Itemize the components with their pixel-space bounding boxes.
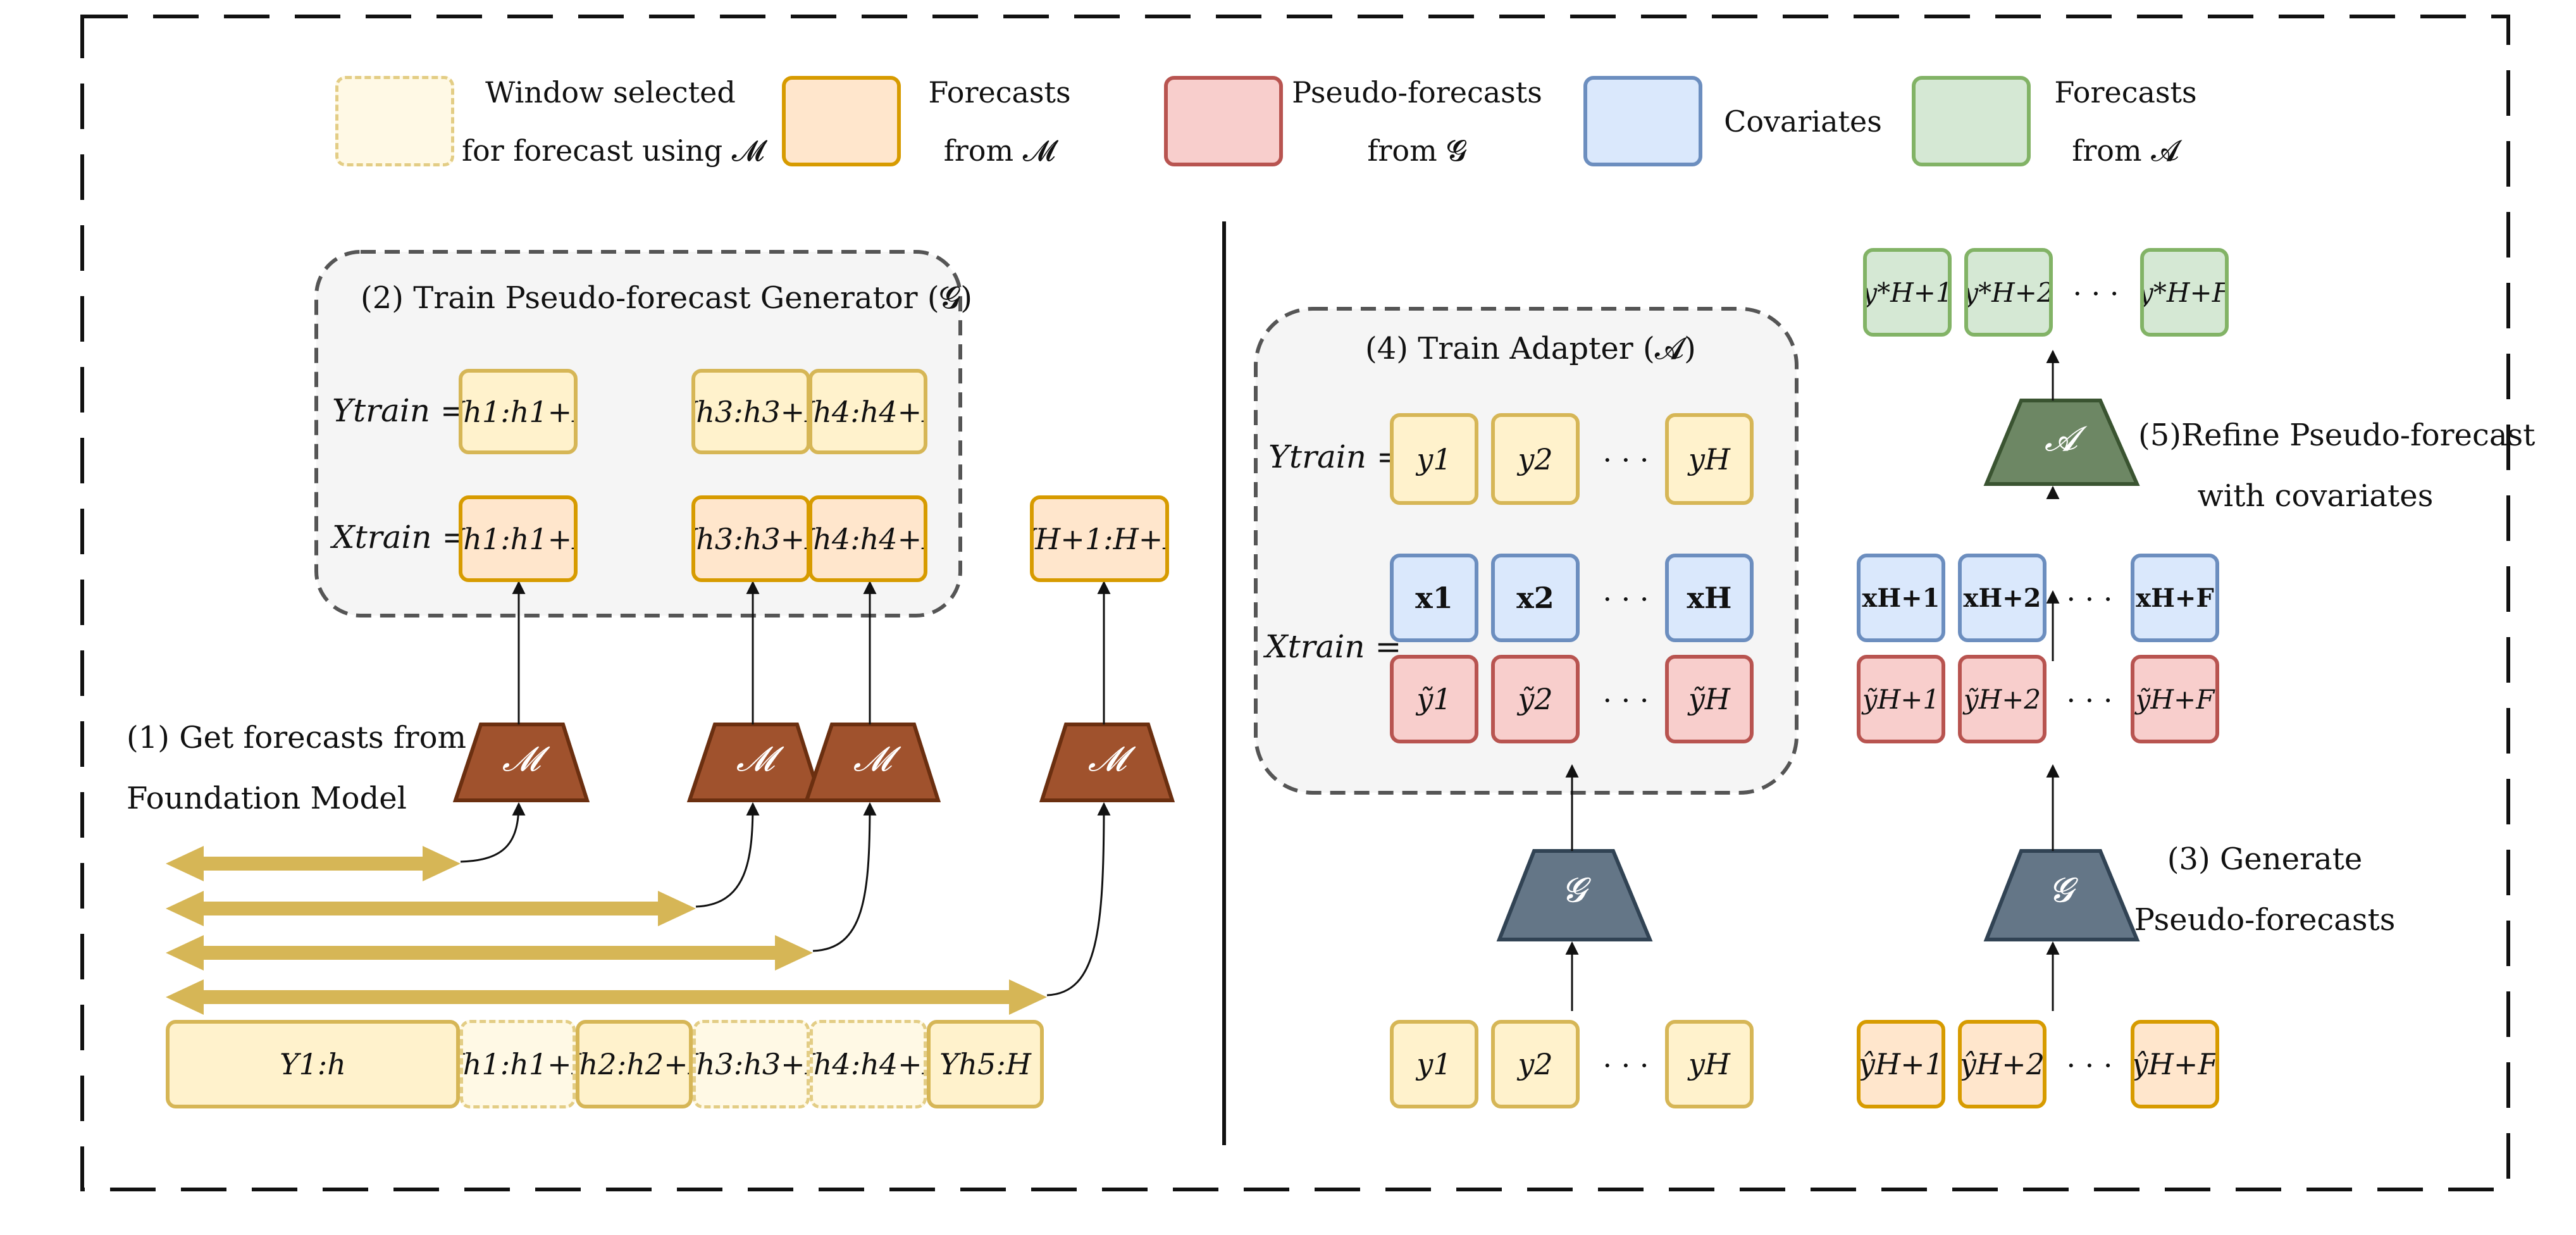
ytrain-box-4: Yh4:h4+F: [808, 369, 927, 454]
right-ytilde-ellipsis: · · ·: [2066, 683, 2113, 717]
bottom-y-ellipsis: · · ·: [1602, 1048, 1649, 1083]
window-arrow-4: [166, 979, 1047, 1015]
step5-label: (5)Refine Pseudo-forecast with covariate…: [2138, 418, 2536, 514]
m-label-1: 𝓜: [502, 739, 541, 779]
xtrain-label: Xtrain =: [332, 519, 469, 555]
adapter-ytilde-ellipsis: · · ·: [1602, 683, 1649, 717]
step2-title: (2) Train Pseudo-forecast Generator (𝓖): [361, 280, 973, 316]
adapter-ytilde-1: ỹ1: [1390, 655, 1478, 743]
ytrain-label: Ytrain =: [332, 392, 467, 429]
final-out-F: y*H+F: [2140, 248, 2229, 337]
bottom-yhat-1: ŷH+1: [1857, 1020, 1945, 1108]
right-ytilde-2: ỹH+2: [1958, 655, 2047, 743]
generator-g-1: [1496, 849, 1653, 941]
adapter-y-2: y2: [1491, 413, 1580, 505]
legend-swatch-forecasts-a: [1912, 76, 2031, 166]
final-out-1: y*H+1: [1863, 248, 1952, 337]
window-arrow-2: [166, 891, 696, 926]
bottom-yhat-F: ŷH+F: [2131, 1020, 2219, 1108]
timeline-h5: Yh5:H: [927, 1020, 1044, 1108]
bottom-y-2: y2: [1491, 1020, 1580, 1108]
adapter-ytilde-2: ỹ2: [1491, 655, 1580, 743]
right-x-1: xH+1: [1857, 554, 1945, 642]
window-arrows: [166, 846, 1047, 1015]
step1-label: (1) Get forecasts from Foundation Model: [127, 720, 466, 816]
final-out-ellipsis: · · ·: [2072, 276, 2119, 311]
bottom-yhat-ellipsis: · · ·: [2066, 1048, 2113, 1083]
adapter-y-H: yH: [1665, 413, 1754, 505]
legend-swatch-covariates: [1583, 76, 1702, 166]
foundation-model-m-4: [1039, 723, 1175, 802]
step3-label: (3) Generate Pseudo-forecasts: [2134, 841, 2396, 938]
xtrain-box-4: Ŷh4:h4+F: [808, 495, 927, 582]
adapter-x-H: xH: [1665, 554, 1754, 642]
xtrain-box-3: Ŷh3:h3+F: [691, 495, 810, 582]
legend-label-pseudo: Pseudo-forecasts from 𝓖: [1292, 75, 1542, 168]
adapter-y-1: y1: [1390, 413, 1478, 505]
window-arrow-3: [166, 935, 813, 971]
right-ytilde-F: ỹH+F: [2131, 655, 2219, 743]
timeline-window-h4: Yh4:h4+F: [810, 1020, 927, 1108]
timeline-h2: Yh2:h2+F: [576, 1020, 693, 1108]
ytrain-box-1: Yh1:h1+F: [459, 369, 578, 454]
legend-swatch-pseudo: [1164, 76, 1283, 166]
legend-label-covariates: Covariates: [1724, 104, 1882, 139]
legend-label-window: Window selected for forecast using 𝓜: [462, 75, 765, 168]
foundation-model-m-3: [803, 723, 941, 802]
adapter-a: [1983, 399, 2140, 486]
g-label-1: 𝓖: [1562, 870, 1586, 910]
xtrain-box-1: Ŷh1:h1+F: [459, 495, 578, 582]
ytrain-box-3: Yh3:h3+F: [691, 369, 810, 454]
m-label-3: 𝓜: [853, 739, 892, 779]
m-label-4: 𝓜: [1087, 739, 1127, 779]
right-ytilde-1: ỹH+1: [1857, 655, 1945, 743]
adapter-x-ellipsis: · · ·: [1602, 582, 1649, 616]
adapter-x-2: x2: [1491, 554, 1580, 642]
outer-frame: [80, 15, 2510, 1191]
legend-swatch-window: [335, 76, 454, 166]
right-x-2: xH+2: [1958, 554, 2047, 642]
a-label: 𝓐: [2044, 419, 2078, 459]
right-x-ellipsis: · · ·: [2066, 582, 2113, 616]
right-x-F: xH+F: [2131, 554, 2219, 642]
ytrain4-label: Ytrain =: [1268, 438, 1403, 475]
step4-title: (4) Train Adapter (𝓐): [1365, 331, 1696, 366]
foundation-model-m-1: [452, 723, 590, 802]
final-out-2: y*H+2: [1964, 248, 2053, 337]
adapter-ytilde-H: ỹH: [1665, 655, 1754, 743]
generator-g-2: [1983, 849, 2140, 941]
window-arrow-1: [166, 846, 461, 881]
legend-label-forecasts-m: Forecasts from 𝓜: [928, 75, 1071, 168]
bottom-yhat-2: ŷH+2: [1958, 1020, 2047, 1108]
connectors: [460, 349, 2060, 1011]
timeline-window-h3: Yh3:h3+F: [693, 1020, 810, 1108]
adapter-y-ellipsis: · · ·: [1602, 443, 1649, 477]
legend-label-forecasts-a: Forecasts from 𝓐: [2054, 75, 2197, 168]
m-label-2: 𝓜: [736, 739, 775, 779]
adapter-x-1: x1: [1390, 554, 1478, 642]
timeline-window-h1: Yh1:h1+F: [460, 1020, 576, 1108]
legend-swatch-forecasts-m: [782, 76, 901, 166]
timeline-y1h: Y1:h: [166, 1020, 460, 1108]
xtrain4-label: Xtrain =: [1265, 628, 1402, 665]
bottom-y-H: yH: [1665, 1020, 1754, 1108]
forecast-output-box: ŶH+1:H+F: [1030, 495, 1169, 582]
bottom-y-1: y1: [1390, 1020, 1478, 1108]
g-label-2: 𝓖: [2049, 870, 2073, 910]
